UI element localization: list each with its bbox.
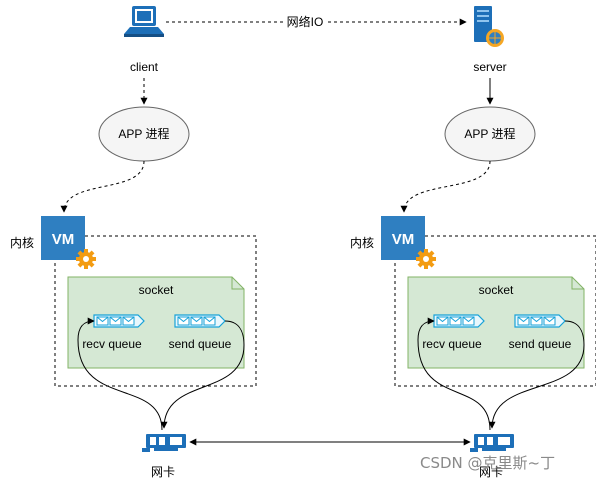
queue-icon — [514, 314, 566, 328]
send-queue-right-label: send queue — [509, 337, 572, 351]
app-to-vm-left-edge — [60, 160, 145, 213]
queue-icon — [174, 314, 226, 328]
socket-left — [67, 276, 245, 369]
client-label: client — [130, 60, 159, 74]
watermark: CSDN @克里斯~丁 — [420, 454, 555, 472]
nic-right-label: 网卡 — [479, 465, 503, 479]
socket-right-label: socket — [479, 283, 514, 297]
nic-to-recv-left-edge — [77, 317, 163, 431]
server-label: server — [473, 60, 506, 74]
network-io-label: 网络IO — [287, 14, 324, 29]
gear-icon — [416, 249, 436, 269]
app-process-left-label: APP 进程 — [118, 126, 169, 141]
kernel-left-label: 内核 — [10, 236, 34, 250]
server-icon — [474, 6, 504, 47]
send-to-nic-right-edge — [488, 320, 585, 429]
socket-left-label: socket — [139, 283, 174, 297]
recv-queue-left-label: recv queue — [82, 337, 142, 351]
kernel-left-box — [54, 235, 257, 387]
socket-right — [407, 276, 585, 369]
app-to-vm-right-edge — [400, 160, 491, 213]
gear-icon — [76, 249, 96, 269]
vm-left-label: VM — [52, 231, 75, 248]
nic-left-label: 网卡 — [151, 465, 175, 479]
kernel-right-box — [394, 235, 596, 387]
app-process-right-label: APP 进程 — [464, 126, 515, 141]
laptop-icon — [124, 6, 164, 37]
vm-icon: VM — [381, 216, 425, 260]
queue-icon — [93, 314, 145, 328]
kernel-right-label: 内核 — [350, 236, 374, 250]
send-to-nic-left-edge — [160, 320, 245, 429]
vm-right-label: VM — [392, 231, 415, 248]
nic-to-recv-right-edge — [417, 317, 491, 431]
nic-icon — [142, 434, 186, 452]
queue-icon — [433, 314, 485, 328]
send-queue-left-label: send queue — [169, 337, 232, 351]
vm-icon: VM — [41, 216, 85, 260]
nic-icon — [470, 434, 514, 452]
recv-queue-right-label: recv queue — [422, 337, 482, 351]
network-io-label-bg — [285, 14, 325, 30]
